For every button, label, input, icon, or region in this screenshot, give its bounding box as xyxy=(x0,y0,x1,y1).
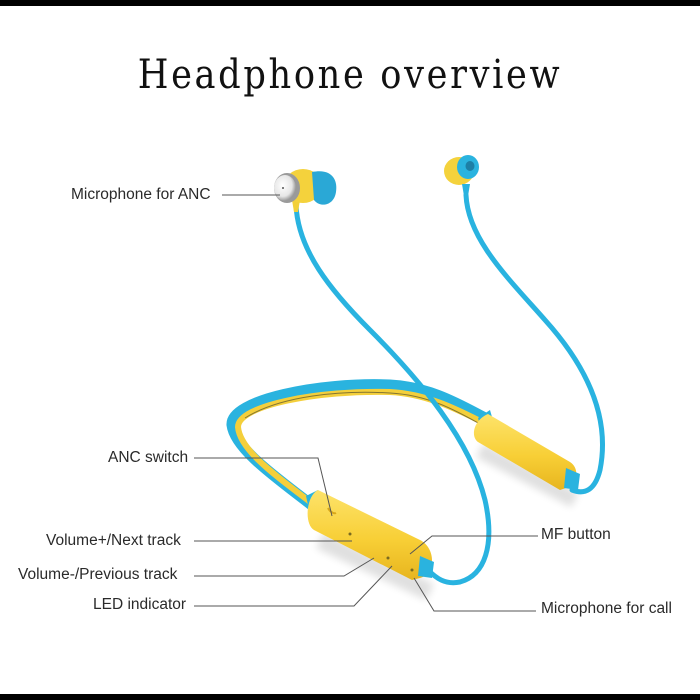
left-earbud xyxy=(274,169,337,212)
left-cable xyxy=(293,202,492,586)
label-volume-down: Volume-/Previous track xyxy=(18,566,178,583)
right-earbud xyxy=(444,155,479,196)
label-microphone-call: Microphone for call xyxy=(541,600,672,617)
leader-anc-switch xyxy=(194,457,333,517)
leader-led xyxy=(194,565,393,607)
label-microphone-anc: Microphone for ANC xyxy=(71,186,211,203)
leader-lines xyxy=(194,194,538,612)
left-control-module xyxy=(306,490,434,580)
right-control-module xyxy=(473,410,580,490)
label-anc-switch: ANC switch xyxy=(108,449,189,466)
page-title: Headphone overview xyxy=(137,52,563,98)
leader-mf-button xyxy=(409,535,538,555)
top-border xyxy=(0,0,700,6)
neckband xyxy=(226,379,491,516)
leader-microphone-call xyxy=(413,577,536,612)
shadow xyxy=(316,442,579,601)
bottom-border xyxy=(0,694,700,700)
label-led-indicator: LED indicator xyxy=(93,596,187,613)
label-volume-up: Volume+/Next track xyxy=(46,532,181,549)
label-mf-button: MF button xyxy=(541,526,611,543)
leader-volume-down xyxy=(194,557,375,577)
right-cable xyxy=(463,192,605,495)
